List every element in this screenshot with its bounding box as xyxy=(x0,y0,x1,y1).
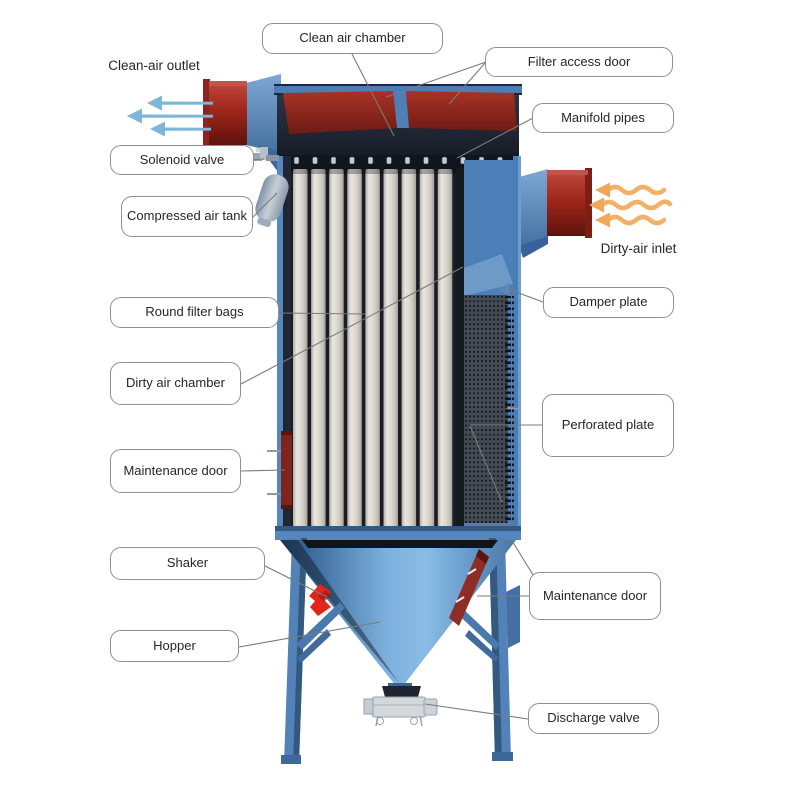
leader-dirty-air-chamber xyxy=(240,266,464,385)
leader-maintenance-door-right-2 xyxy=(510,538,534,576)
leader-manifold-pipes xyxy=(456,117,534,159)
label-hopper: Hopper xyxy=(110,630,239,662)
leader-filter-access-door-2 xyxy=(448,61,487,105)
leader-hopper xyxy=(238,621,381,648)
leader-solenoid-valve xyxy=(251,158,265,161)
dirty-air-flow-arrows xyxy=(589,182,673,228)
label-damper-plate: Damper plate xyxy=(543,287,674,318)
label-maintenance-door-right: Maintenance door xyxy=(529,572,661,620)
leader-perforated-plate-2 xyxy=(469,425,503,503)
filter-bags xyxy=(291,168,456,532)
filter-access-door-panels xyxy=(283,91,517,134)
maintenance-door-left-graphic xyxy=(267,431,292,509)
label-perforated-plate: Perforated plate xyxy=(542,394,674,457)
body-bottom-rim xyxy=(275,531,521,540)
label-clean-air-chamber: Clean air chamber xyxy=(262,23,443,54)
label-shaker: Shaker xyxy=(110,547,265,580)
left-wall-shadow xyxy=(283,156,291,535)
discharge-valve-graphic xyxy=(363,686,438,727)
label-clean-air-outlet: Clean-air outlet xyxy=(108,57,200,73)
label-manifold-pipes: Manifold pipes xyxy=(532,103,674,133)
leader-shaker xyxy=(264,565,328,598)
label-filter-access-door: Filter access door xyxy=(485,47,673,77)
clean-air-chamber-graphic xyxy=(274,84,522,157)
leg-braces xyxy=(296,602,500,663)
leader-compressed-air-tank xyxy=(250,192,278,220)
label-discharge-valve: Discharge valve xyxy=(528,703,659,734)
right-wall-highlight xyxy=(518,156,521,535)
maintenance-door-right-graphic xyxy=(449,549,489,626)
label-dirty-air-inlet: Dirty-air inlet xyxy=(600,240,677,256)
wall-bracket xyxy=(506,407,520,410)
leader-lines xyxy=(238,53,544,720)
damper-pointer xyxy=(497,283,510,296)
leader-round-filter-bags xyxy=(278,312,366,315)
label-compressed-air-tank: Compressed air tank xyxy=(121,196,253,237)
label-dirty-air-chamber: Dirty air chamber xyxy=(110,362,241,405)
leader-filter-access-door-1 xyxy=(385,61,487,98)
left-wall xyxy=(277,156,284,535)
leader-maintenance-door-left xyxy=(240,469,286,472)
clean-air-flow-arrows xyxy=(127,95,213,137)
leader-damper-plate xyxy=(507,288,544,303)
solenoid-valve-graphic xyxy=(252,147,279,161)
label-solenoid-valve: Solenoid valve xyxy=(110,145,254,175)
label-maintenance-door-left: Maintenance door xyxy=(110,449,241,493)
label-round-filter-bags: Round filter bags xyxy=(110,297,279,328)
leader-discharge-valve xyxy=(424,703,529,720)
leader-clean-air-chamber xyxy=(351,53,395,137)
machine-body xyxy=(203,74,592,764)
dirty-air-inlet-duct xyxy=(519,168,592,258)
right-wall xyxy=(513,156,521,535)
body-bottom-flange xyxy=(275,526,521,533)
perforated-plate-graphic xyxy=(464,283,514,523)
